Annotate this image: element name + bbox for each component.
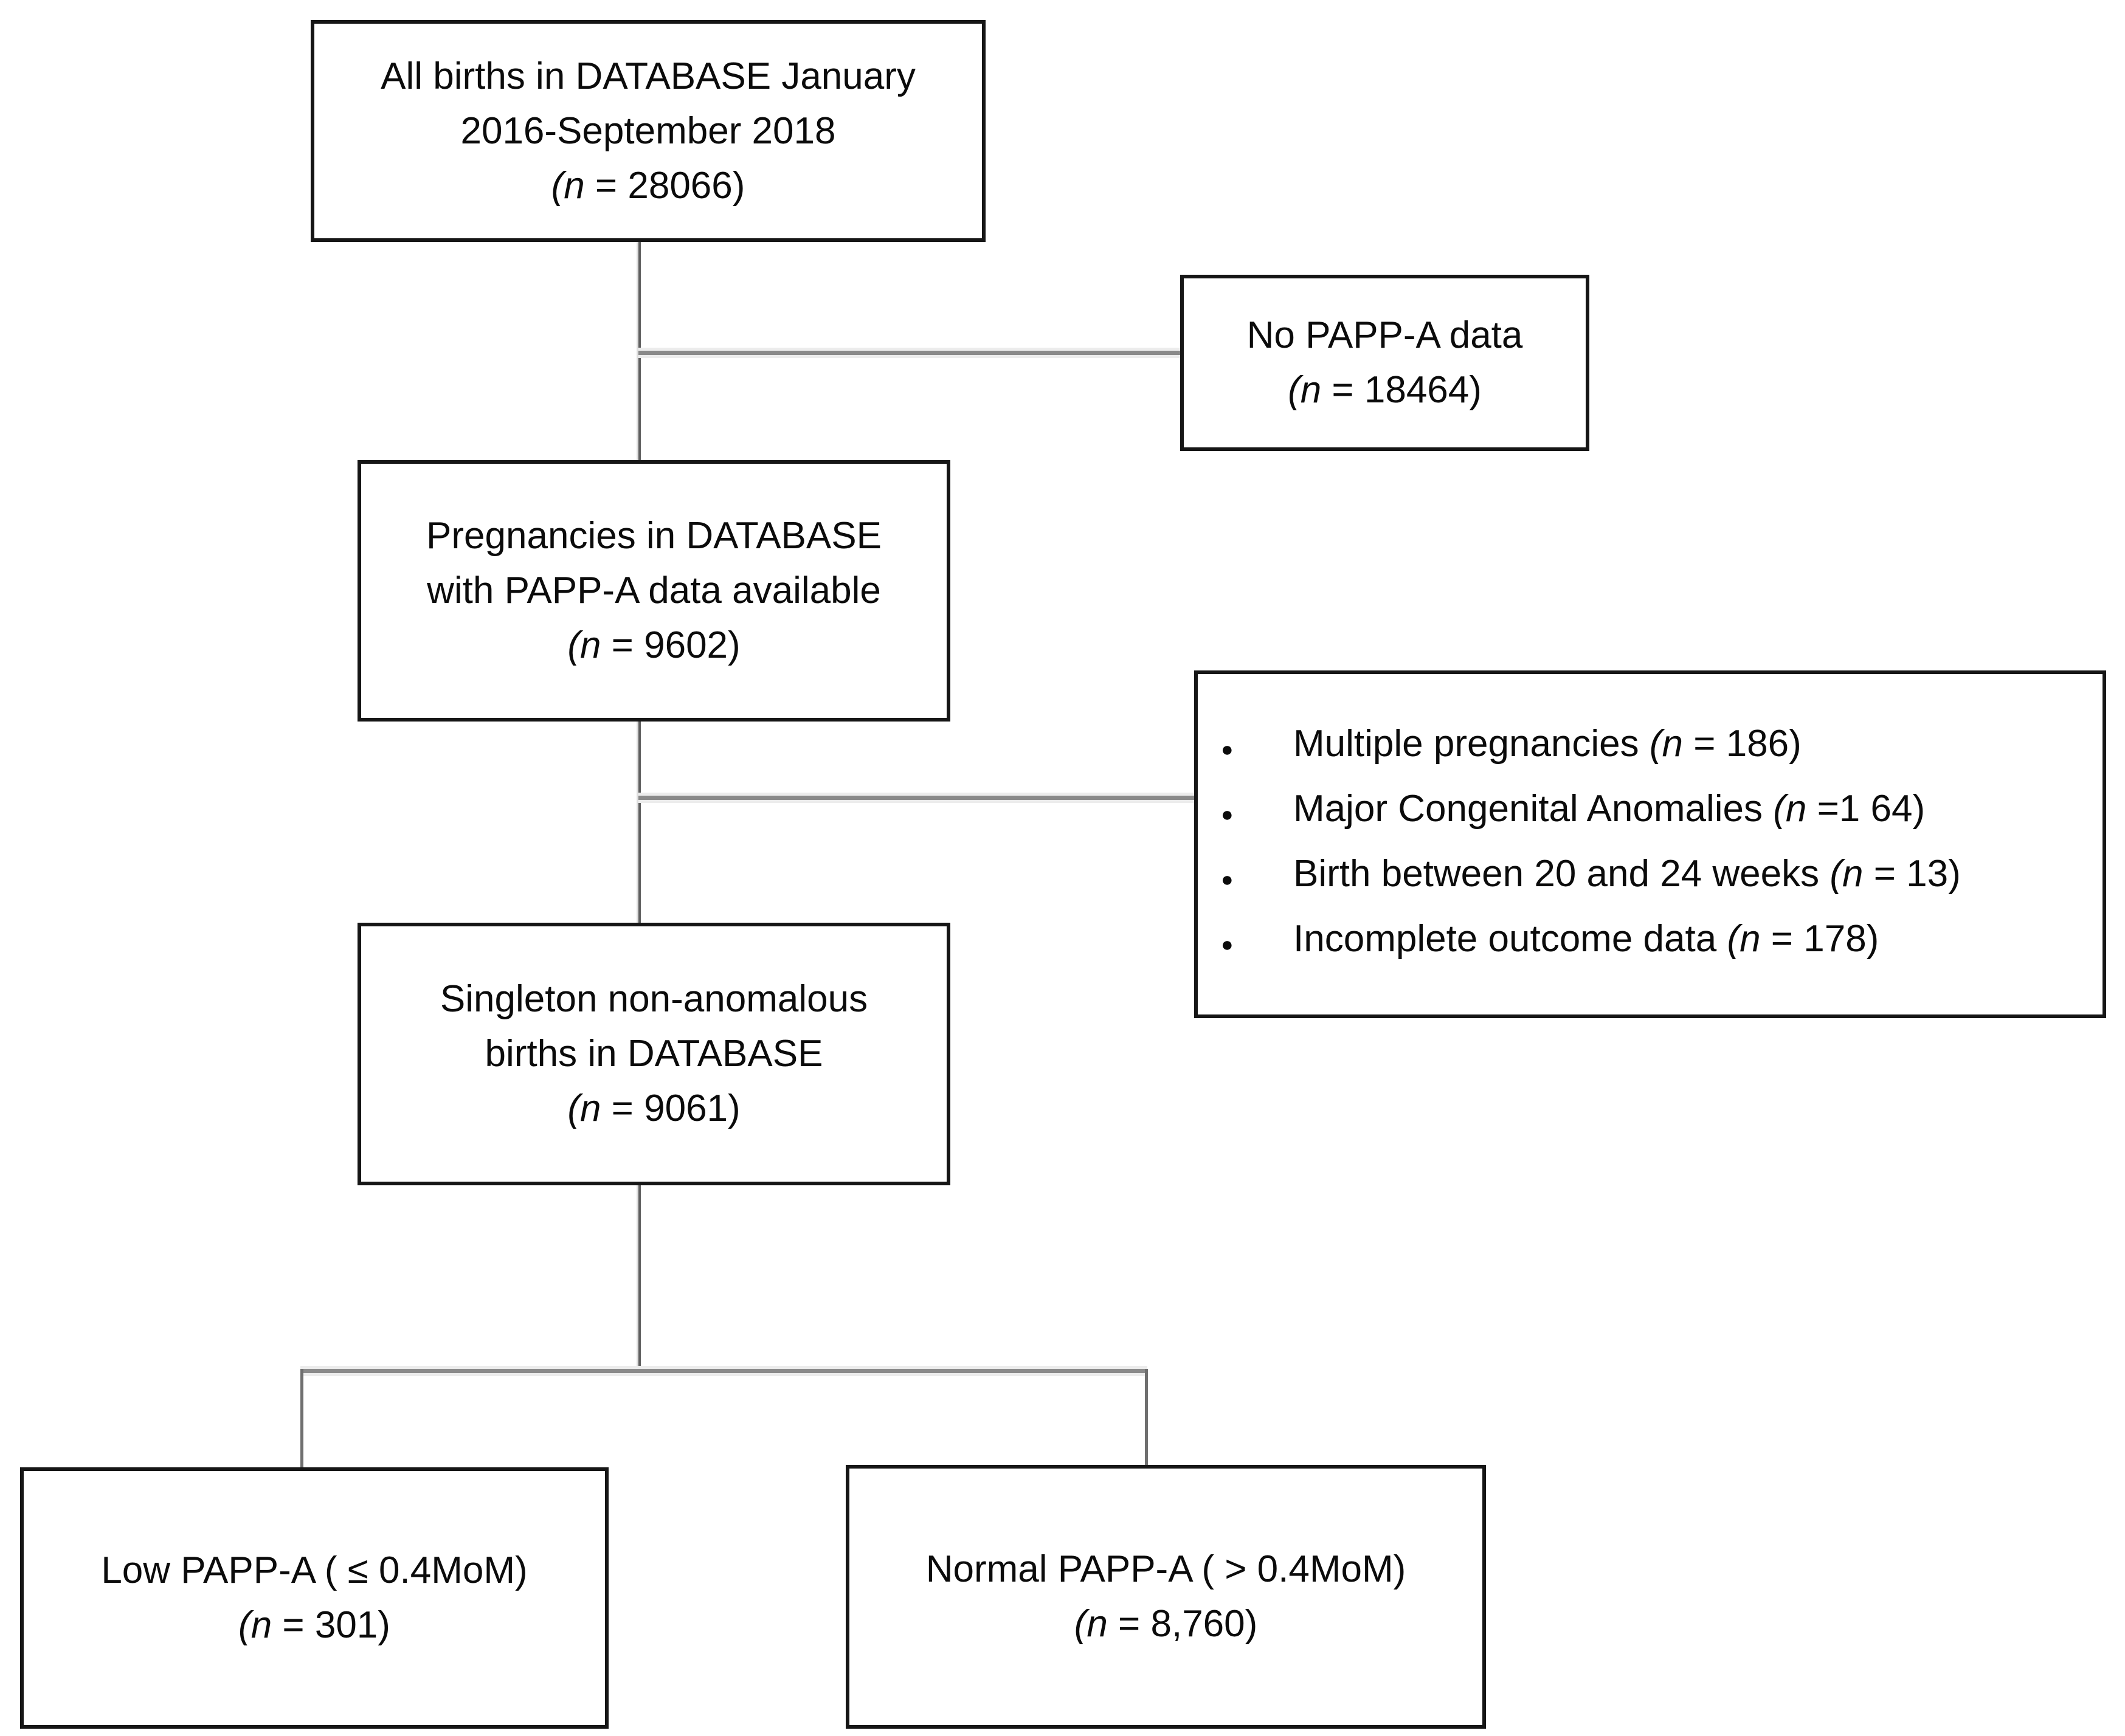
bullet-icon: ● — [1221, 868, 1234, 891]
box-no-papp-a-count: (n = 18464) — [1288, 369, 1482, 411]
box-no-papp-a: No PAPP-A data (n = 18464) — [1180, 275, 1589, 451]
bullet-icon: ● — [1221, 738, 1234, 761]
exclusion-item-text: Incomplete outcome data (n = 178) — [1293, 918, 1879, 960]
box-pregnancies-line: Pregnancies in DATABASE — [426, 515, 882, 557]
exclusion-item-congenital-anomalies: ● Major Congenital Anomalies (n =1 64) — [1198, 779, 2103, 844]
connector-singleton-to-split — [638, 1184, 641, 1373]
box-singleton-line: births in DATABASE — [485, 1033, 823, 1075]
box-all-births: All births in DATABASE January 2016-Sept… — [311, 20, 986, 242]
box-all-births-count: (n = 28066) — [551, 164, 745, 207]
box-pregnancies-line: with PAPP-A data available — [427, 570, 881, 611]
box-exclusions: ● Multiple pregnancies (n = 186) ● Major… — [1194, 670, 2106, 1018]
box-pregnancies-count: (n = 9602) — [567, 624, 741, 666]
connector-split-to-low — [300, 1369, 303, 1469]
box-all-births-line: 2016-September 2018 — [460, 109, 836, 152]
box-normal-papp-a-count: (n = 8,760) — [1074, 1603, 1258, 1645]
exclusion-item-text: Multiple pregnancies (n = 186) — [1293, 723, 1802, 765]
box-normal-papp-a: Normal PAPP-A ( > 0.4MoM) (n = 8,760) — [846, 1465, 1486, 1729]
bullet-icon: ● — [1221, 933, 1234, 956]
connector-split-to-normal — [1145, 1369, 1148, 1466]
connector-branch-no-pappa — [638, 351, 1180, 355]
box-no-papp-a-line: No PAPP-A data — [1246, 314, 1523, 356]
bullet-icon: ● — [1221, 803, 1234, 826]
box-singleton-line: Singleton non-anomalous — [440, 978, 868, 1020]
box-low-papp-a-count: (n = 301) — [238, 1604, 390, 1646]
exclusion-item-incomplete-outcome: ● Incomplete outcome data (n = 178) — [1198, 909, 2103, 974]
box-low-papp-a-line: Low PAPP-A ( ≤ 0.4MoM) — [101, 1549, 528, 1591]
exclusion-item-multiple-pregnancies: ● Multiple pregnancies (n = 186) — [1198, 714, 2103, 779]
box-all-births-line: All births in DATABASE January — [381, 55, 916, 97]
connector-branch-exclusions — [638, 796, 1194, 800]
exclusion-item-birth-20-24-weeks: ● Birth between 20 and 24 weeks (n = 13) — [1198, 844, 2103, 909]
connector-split-horizontal — [300, 1369, 1147, 1373]
box-normal-papp-a-line: Normal PAPP-A ( > 0.4MoM) — [925, 1548, 1406, 1590]
box-singleton-count: (n = 9061) — [567, 1087, 741, 1129]
box-singleton: Singleton non-anomalous births in DATABA… — [358, 923, 950, 1185]
exclusion-list: ● Multiple pregnancies (n = 186) ● Major… — [1198, 714, 2103, 974]
box-low-papp-a: Low PAPP-A ( ≤ 0.4MoM) (n = 301) — [20, 1467, 609, 1729]
box-pregnancies: Pregnancies in DATABASE with PAPP-A data… — [358, 460, 950, 722]
exclusion-item-text: Birth between 20 and 24 weeks (n = 13) — [1293, 853, 1961, 895]
exclusion-item-text: Major Congenital Anomalies (n =1 64) — [1293, 788, 1926, 830]
connector-pregnancies-to-singleton — [638, 720, 641, 924]
